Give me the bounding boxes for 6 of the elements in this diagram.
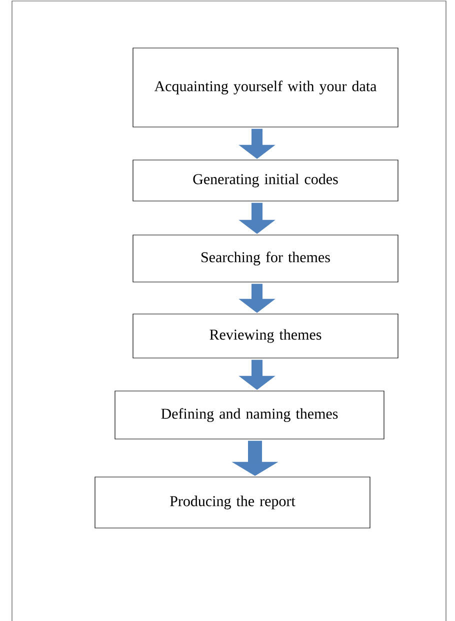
process-box: Defining and naming themes — [114, 390, 384, 440]
process-box: Acquainting yourself with your data — [132, 48, 398, 128]
process-box: Generating initial codes — [132, 160, 398, 202]
process-box: Reviewing themes — [132, 314, 398, 358]
process-box: Searching for themes — [132, 234, 398, 282]
process-box: Producing the report — [94, 476, 370, 528]
